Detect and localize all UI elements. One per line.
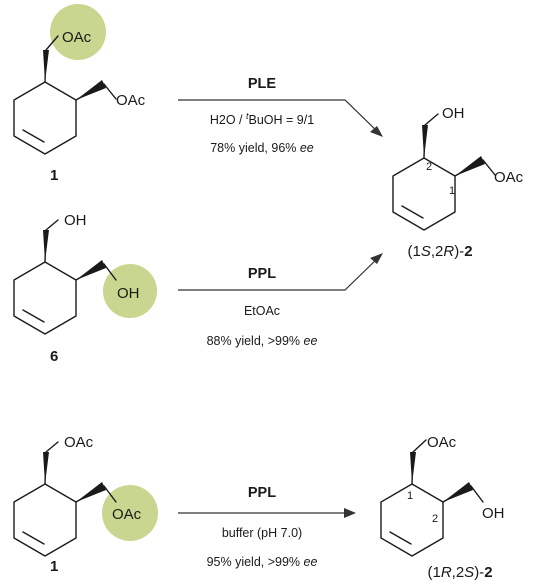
solvent-label: EtOAc [244,304,280,318]
reagent-label: PPL [248,485,276,501]
yield-label: 95% yield, >99% ee [207,555,318,569]
oh-label: OH [442,105,465,122]
reagent-label: PLE [248,76,277,92]
compound-number: 1 [50,167,58,184]
oac-label: OAc [116,92,146,109]
oh-label: OH [482,505,505,522]
oac-label: OAc [64,434,94,451]
product-1r2s: OAc OH 1 2 (1R,2S)-2 [380,434,505,581]
locant-1: 1 [407,490,413,502]
reaction-arrow-3: PPL buffer (pH 7.0) 95% yield, >99% ee [178,485,356,569]
yield-label: 88% yield, >99% ee [207,334,318,348]
highlight-circle-oac [102,485,158,541]
oh-label: OH [64,212,87,229]
oac-label: OAc [494,169,524,186]
oh-label: OH [117,285,140,302]
reaction-arrow-2: PPL EtOAc 88% yield, >99% ee [178,253,383,348]
highlight-circle-oh [103,264,157,318]
oac-label: OAc [62,29,92,46]
product-name: (1R,2S)-2 [427,564,492,581]
yield-label: 78% yield, 96% ee [210,141,314,155]
reagent-label: PPL [248,266,276,282]
highlight-circle-oac [50,4,106,60]
reaction-arrow-1: PLE H2O / tBuOH = 9/1 78% yield, 96% ee [178,76,383,155]
locant-2: 2 [426,161,432,173]
locant-2: 2 [432,513,438,525]
product-1s2r: OH OAc 2 1 (1S,2R)-2 [392,105,524,260]
compound-6: OH OH 6 [13,212,157,365]
locant-1: 1 [449,185,455,197]
solvent-label: buffer (pH 7.0) [222,526,302,540]
compound-number: 1 [50,558,58,575]
oac-label: OAc [427,434,457,451]
oac-label: OAc [112,506,142,523]
product-name: (1S,2R)-2 [407,243,472,260]
solvent-label: H2O / tBuOH = 9/1 [210,111,314,127]
compound-1-top: OAc OAc 1 [13,4,146,184]
compound-1-bottom: OAc OAc 1 [13,434,158,575]
compound-number: 6 [50,348,58,365]
